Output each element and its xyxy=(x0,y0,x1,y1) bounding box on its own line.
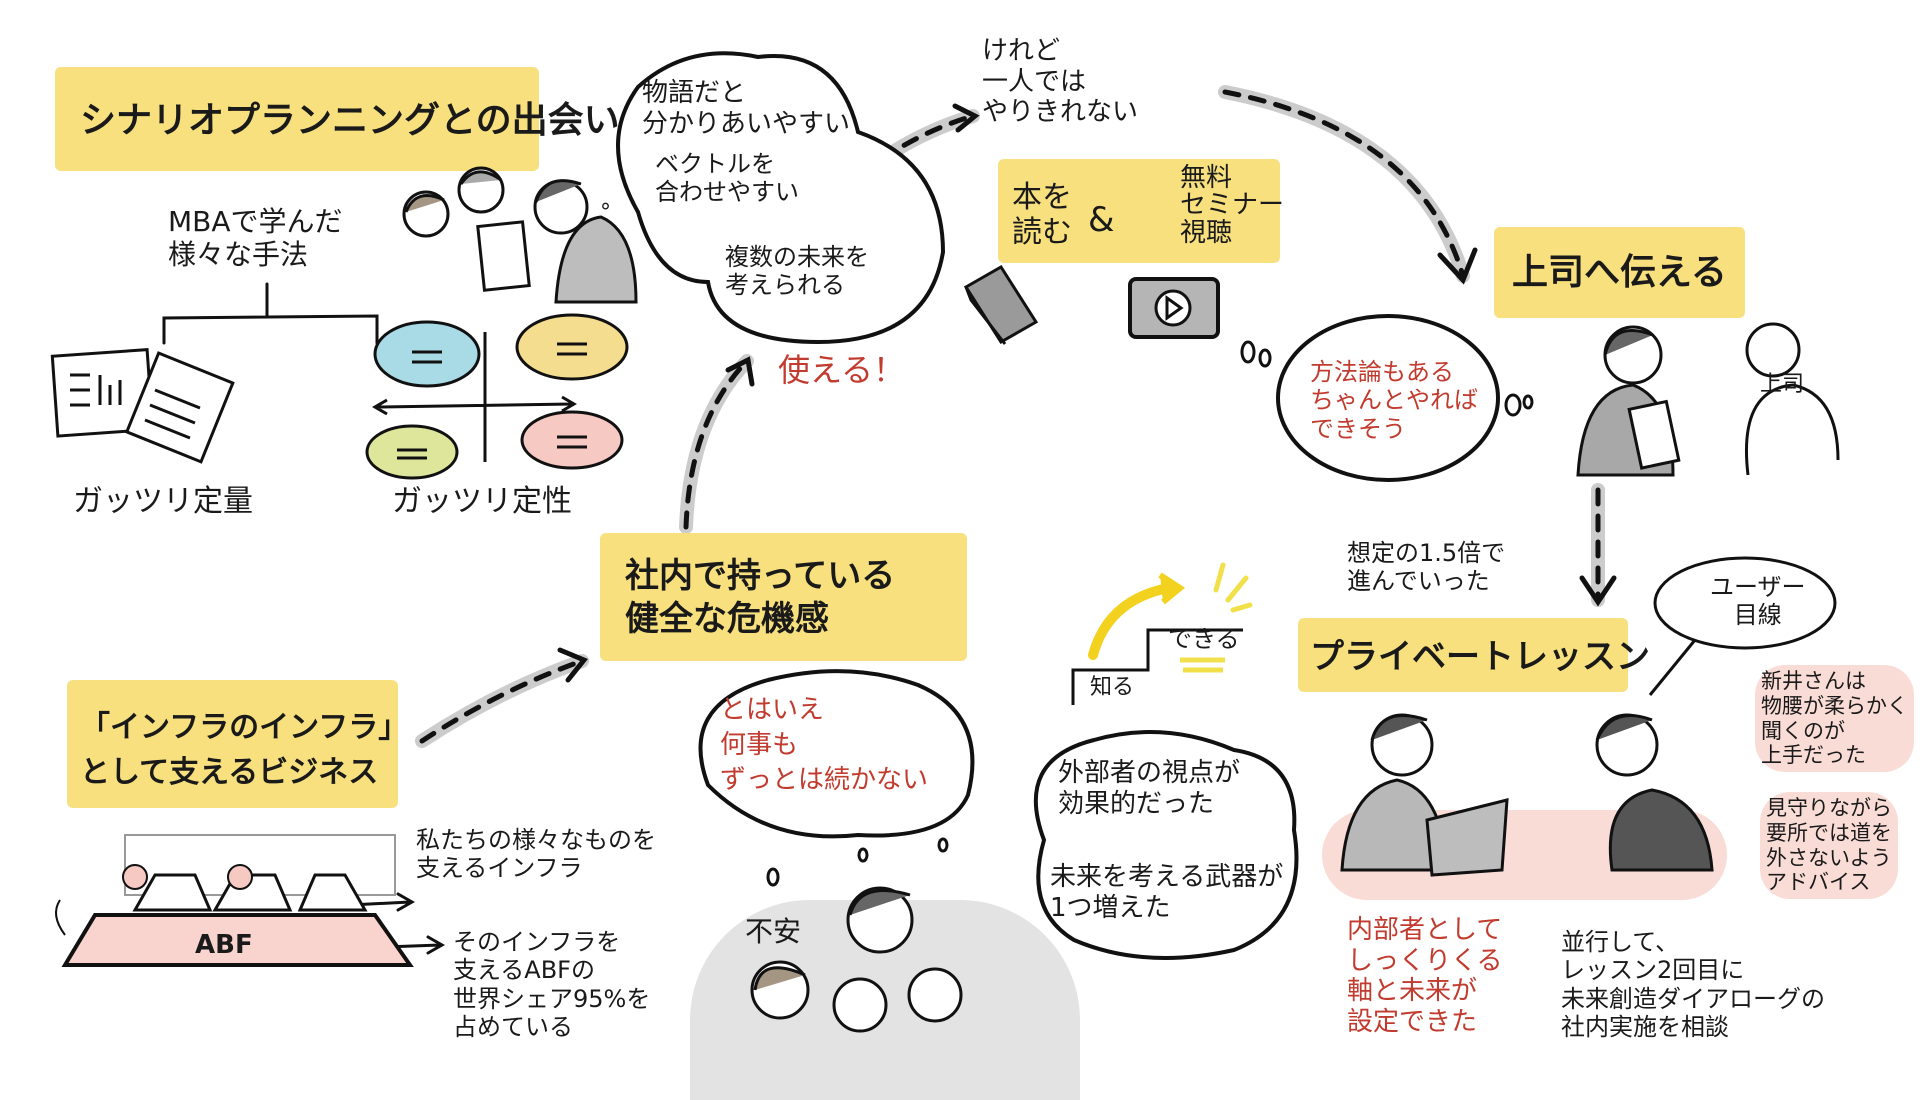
method-tree-lines xyxy=(162,282,379,345)
team-discussion-illustration xyxy=(402,166,638,304)
cloud-text-futures: 複数の未来を 考えられる xyxy=(725,243,869,300)
thought-cloud-encounter xyxy=(616,51,946,345)
video-play-icon xyxy=(1128,277,1220,339)
parallel-note: 並行して、 レッスン2回目に 未来創造ダイアローグの 社内実施を相談 xyxy=(1561,928,1825,1041)
book-icon xyxy=(963,264,1039,345)
speech-bubble-user-view xyxy=(1648,556,1837,696)
crisis-title: 社内で持っている 健全な危機感 xyxy=(625,556,896,639)
insider-note: 内部者として しっくりくる 軸と未来が 設定できた xyxy=(1347,915,1503,1038)
anxiety-label: 不安 xyxy=(745,915,802,948)
qualitative-quadrant-icon xyxy=(365,313,629,480)
infra-title: 「インフラのインフラ」 として支えるビジネス xyxy=(80,710,409,790)
user-view-text: ユーザー 目線 xyxy=(1710,573,1806,630)
cloud-text-story: 物語だと 分かりあいやすい xyxy=(642,78,851,139)
qualitative-label: ガッツリ定性 xyxy=(392,484,572,519)
thought-cloud-lesson xyxy=(1033,730,1299,960)
know-label: 知る xyxy=(1090,675,1135,700)
infra-note-2: そのインフラを 支えるABFの 世界シェア95%を 占めている xyxy=(453,928,651,1041)
abf-label: ABF xyxy=(195,930,253,960)
boss-label: 上司 xyxy=(1760,372,1805,397)
boss-thought-text: 方法論もある ちゃんとやれば できそう xyxy=(1310,358,1478,443)
alone-note: けれど 一人では やりきれない xyxy=(982,36,1139,128)
abf-infrastructure-illustration xyxy=(55,834,414,967)
lesson-title: プライベートレッスン xyxy=(1310,637,1650,677)
read-book-label: 本を 読む xyxy=(1012,180,1072,251)
speed-note: 想定の1.5倍で 進んでいった xyxy=(1347,539,1506,596)
arrow-infra-to-crisis xyxy=(415,654,589,748)
arrow-crisis-to-cloud xyxy=(679,354,754,534)
presenting-to-boss-illustration xyxy=(1576,322,1840,477)
ampersand: & xyxy=(1088,200,1115,240)
anxious-people-illustration xyxy=(750,886,963,1033)
lesson-cloud-outsider: 外部者の視点が 効果的だった xyxy=(1058,758,1241,819)
learning-box xyxy=(998,159,1280,263)
can-label: できる xyxy=(1168,625,1240,653)
cloud-text-vector: ベクトルを 合わせやすい xyxy=(655,150,799,207)
usable-label: 使える！ xyxy=(778,351,906,389)
documents-icon xyxy=(50,348,235,464)
private-lesson-illustration xyxy=(1340,713,1714,877)
encounter-title-box xyxy=(55,67,539,171)
know-can-stairs-icon xyxy=(1071,562,1253,705)
boss-title: 上司へ伝える xyxy=(1512,252,1727,293)
quantitative-label: ガッツリ定量 xyxy=(73,484,253,519)
free-seminar-label: 無料 セミナー 視聴 xyxy=(1180,163,1285,248)
infra-note-1: 私たちの様々なものを 支えるインフラ xyxy=(416,826,656,883)
note-arai: 新井さんは 物腰が柔らかく 聞くのが 上手だった xyxy=(1755,665,1914,773)
encounter-title: シナリオプランニングとの出会い xyxy=(80,100,620,141)
thought-dots: ° xyxy=(600,200,611,225)
mba-methods-label: MBAで学んだ 様々な手法 xyxy=(168,205,343,272)
crisis-thought-text: とはいえ 何事も ずっとは続かない xyxy=(720,695,929,796)
thought-cloud-crisis xyxy=(698,669,975,887)
thought-cloud-boss xyxy=(1240,314,1534,482)
boss-title-box xyxy=(1494,227,1745,318)
crisis-title-box xyxy=(600,533,967,661)
infra-title-box xyxy=(67,680,398,808)
note-watch: 見守りながら 要所では道を 外さないよう アドバイス xyxy=(1760,792,1898,900)
lesson-cloud-weapon: 未来を考える武器が 1つ増えた xyxy=(1050,862,1284,923)
lesson-title-box xyxy=(1298,618,1628,692)
